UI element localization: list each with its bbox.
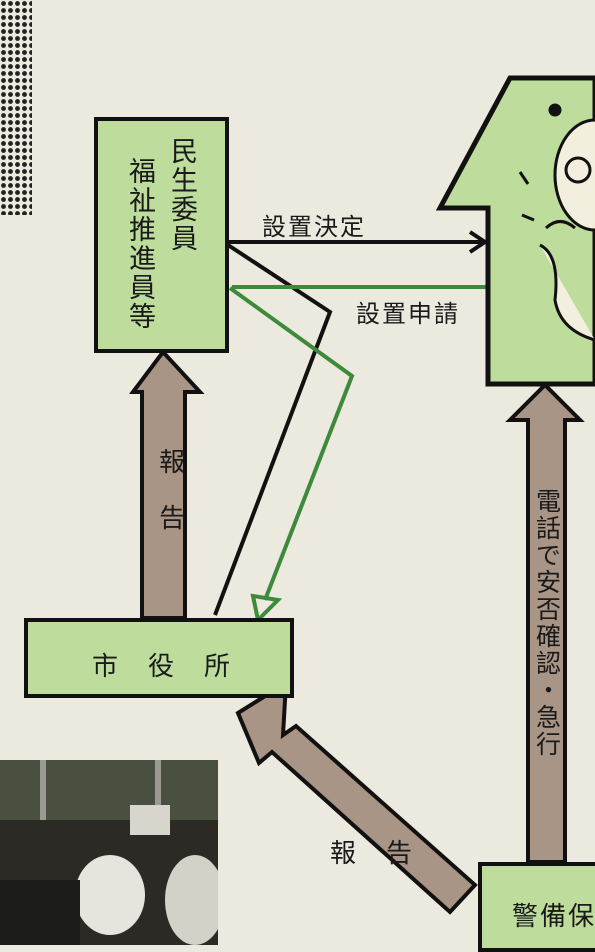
welfare-commissioner-box <box>94 117 229 353</box>
welfare-box-line-1: 民生委員 <box>166 137 198 253</box>
report-label-left: 報 告 <box>154 448 185 532</box>
house-shape <box>435 75 595 387</box>
office-photo <box>0 760 218 945</box>
halftone-decoration <box>0 0 32 215</box>
black-zigzag-line <box>213 243 333 616</box>
install-decision-label: 設置決定 <box>262 213 366 241</box>
security-company-box <box>478 862 595 952</box>
security-box-label: 警備保 <box>512 902 595 932</box>
city-office-box <box>24 618 294 698</box>
report-label-bottom: 報 告 <box>330 839 415 869</box>
elderly-person-illustration <box>518 103 595 342</box>
report-arrow-up <box>129 348 205 620</box>
green-arrowhead <box>250 593 283 625</box>
city-office-label: 市 役 所 <box>92 652 233 682</box>
office-photo-graphic <box>0 760 218 945</box>
phone-check-label: 電話で安否確認・急行 <box>532 488 562 758</box>
install-decision-head <box>468 230 489 254</box>
install-application-label: 設置申請 <box>356 300 460 328</box>
phone-check-arrow <box>505 382 585 864</box>
report-arrow-diagonal <box>235 679 478 915</box>
green-zigzag-line <box>228 286 355 601</box>
welfare-box-line-2: 福祉推進員等 <box>124 157 156 331</box>
